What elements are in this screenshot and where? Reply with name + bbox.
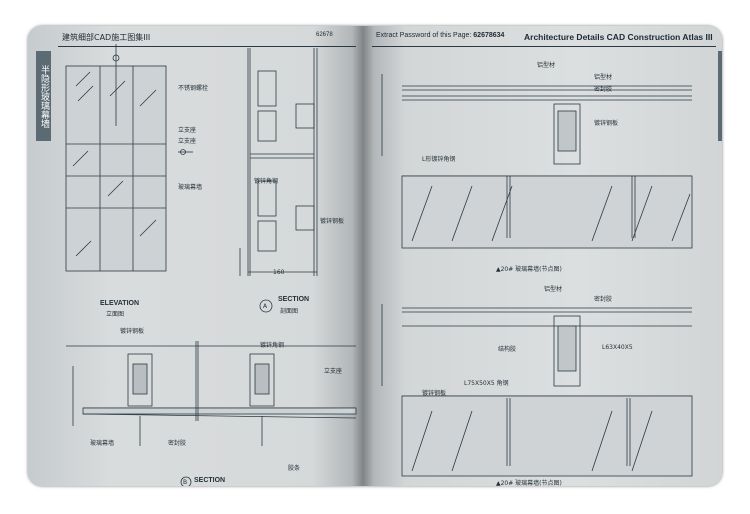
left-page: 建筑细部CAD施工图集III 62678 半隐形玻璃幕墙 <box>28 26 362 486</box>
left-annotation: 不锈钢螺栓 <box>178 85 209 92</box>
right-annotation: 铝型材 <box>537 62 556 69</box>
elevation-sub-label: 立面图 <box>106 311 125 318</box>
right-page: Extract Password of this Page: 62678634 … <box>362 26 722 486</box>
password-value: 62678634 <box>473 32 505 39</box>
right-annotation: 铝型材 <box>594 74 613 81</box>
left-annotation: 镀锌角钢 <box>260 342 285 349</box>
left-annotation: 立支座 <box>178 127 197 134</box>
left-header-rule <box>58 46 356 47</box>
right-annotation: 铝型材 <box>544 286 563 293</box>
right-annotation: 密封胶 <box>594 296 613 303</box>
right-annotation: 密封胶 <box>594 86 613 93</box>
right-annotation: 镀锌钢板 <box>594 120 619 127</box>
left-annotation: 胶条 <box>288 465 301 472</box>
right-annotation: L75X50X5 角钢 <box>464 380 509 387</box>
left-annotation: 镀锌钢板 <box>320 218 345 225</box>
left-annotation: 镀锌钢板 <box>120 328 145 335</box>
right-annotation: L63X40X5 <box>602 344 633 351</box>
left-annotation: 立支座 <box>178 138 197 145</box>
right-page-title: Architecture Details CAD Construction At… <box>524 32 713 42</box>
elevation-label: ELEVATION <box>100 300 140 307</box>
right-annotation: 结构胶 <box>498 346 517 353</box>
section-b-marker: B <box>183 479 188 486</box>
left-annotation: 立支座 <box>324 368 343 375</box>
left-annotation: 玻璃幕墙 <box>178 184 203 191</box>
left-page-drawings <box>65 44 357 486</box>
dimension-label: 160 <box>273 269 285 276</box>
book-spine-shadow <box>352 26 374 486</box>
figure-caption-bottom: ▲20# 玻璃幕墙(节点图) <box>496 480 562 486</box>
left-annotation: 玻璃幕墙 <box>90 440 115 447</box>
open-book: 建筑细部CAD施工图集III 62678 半隐形玻璃幕墙 <box>28 26 722 486</box>
left-annotation: 密封胶 <box>168 440 187 447</box>
right-page-drawings <box>381 74 693 477</box>
section-b-label: SECTION <box>194 477 226 484</box>
right-page-password-line: Extract Password of this Page: 62678634 <box>376 32 504 46</box>
left-side-tab: 半隐形玻璃幕墙 <box>36 51 51 141</box>
left-annotation: 镀锌角钢 <box>254 178 279 185</box>
section-a-label: SECTION <box>278 296 310 303</box>
section-a-marker: A <box>263 303 268 310</box>
figure-caption-top: ▲20# 玻璃幕墙(节点图) <box>496 266 562 273</box>
section-a-sub-label: 剖面图 <box>280 308 299 315</box>
right-annotation: L形镀锌角钢 <box>422 156 456 163</box>
left-page-password: 62678 <box>316 32 333 38</box>
left-page-title: 建筑细部CAD施工图集III <box>62 33 151 42</box>
right-annotation: 镀锌钢板 <box>422 390 447 397</box>
right-header-rule <box>372 46 716 47</box>
password-label: Extract Password of this Page: <box>376 32 472 39</box>
right-side-tab <box>718 51 722 141</box>
